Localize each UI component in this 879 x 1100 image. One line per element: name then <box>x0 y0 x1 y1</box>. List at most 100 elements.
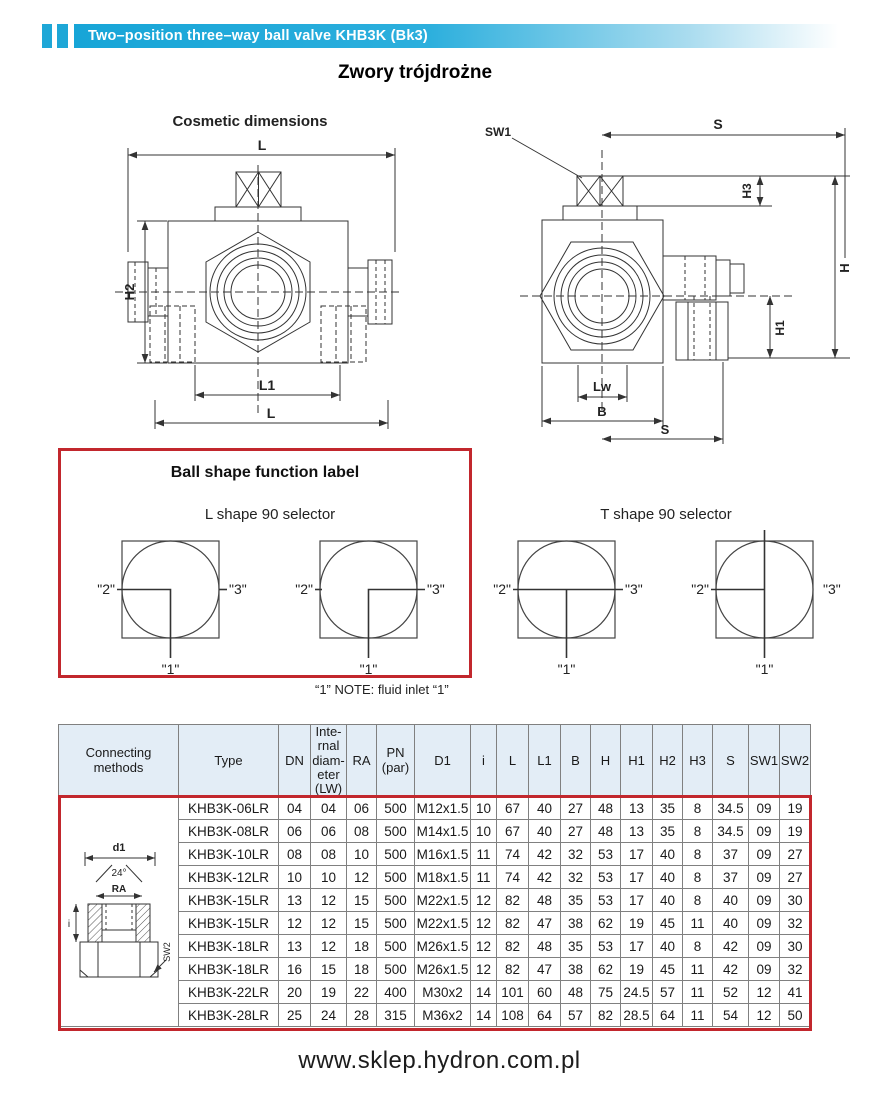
table-cell: 48 <box>528 934 561 959</box>
table-cell: 09 <box>748 888 780 913</box>
table-cell: 09 <box>748 842 780 867</box>
left-drawing-title: Cosmetic dimensions <box>172 113 327 130</box>
table-header: H2 <box>652 723 683 798</box>
table-cell: 14 <box>470 1003 497 1028</box>
table-header: S <box>712 723 749 798</box>
table-cell: 24.5 <box>620 980 653 1005</box>
dim-label-S-top: S <box>713 116 722 132</box>
table-cell: 09 <box>748 865 780 890</box>
table-cell: 22 <box>346 980 377 1005</box>
conn-dim-ra: RA <box>111 884 125 895</box>
table-header: Inte- rnal diam- eter (LW) <box>310 723 347 798</box>
table-cell: 40 <box>712 911 749 936</box>
table-header: H3 <box>682 723 713 798</box>
table-cell: 19 <box>779 819 811 844</box>
table-cell: 40 <box>712 888 749 913</box>
table-cell: 09 <box>748 796 780 821</box>
table-cell: 10 <box>278 865 311 890</box>
table-cell: 53 <box>590 888 621 913</box>
table-cell: 47 <box>528 911 561 936</box>
table-cell: 09 <box>748 957 780 982</box>
table-cell: 40 <box>528 819 561 844</box>
table-cell: 17 <box>620 842 653 867</box>
front-view-drawing: Cosmetic dimensions <box>115 113 403 429</box>
table-cell: M26x1.5 <box>414 934 471 959</box>
table-cell: 19 <box>620 957 653 982</box>
table-header: L1 <box>528 723 561 798</box>
table-cell: 74 <box>496 865 529 890</box>
table-cell: 8 <box>682 819 713 844</box>
dim-label-H2: H2 <box>122 284 137 301</box>
table-cell: 500 <box>376 842 415 867</box>
connecting-methods-cell: d1 24° RA i SW2 <box>58 796 179 1028</box>
table-cell: 32 <box>560 865 591 890</box>
table-cell: 10 <box>346 842 377 867</box>
section-banner: Two–position three–way ball valve KHB3K … <box>74 24 862 48</box>
table-cell: 35 <box>652 819 683 844</box>
dim-label-H1: H1 <box>773 320 787 336</box>
table-cell: 400 <box>376 980 415 1005</box>
port-3-label: "3" <box>427 581 445 597</box>
table-cell: 101 <box>496 980 529 1005</box>
table-cell: 57 <box>560 1003 591 1028</box>
table-cell: 500 <box>376 957 415 982</box>
table-cell: 8 <box>682 842 713 867</box>
table-cell: 08 <box>278 842 311 867</box>
table-cell: 47 <box>528 957 561 982</box>
port-1-label: "1" <box>756 661 774 677</box>
table-header: B <box>560 723 591 798</box>
table-cell: 12 <box>346 865 377 890</box>
table-cell: 38 <box>560 957 591 982</box>
table-cell: 500 <box>376 911 415 936</box>
dim-label-B: B <box>597 404 606 419</box>
port-2-label: "2" <box>493 581 511 597</box>
table-cell: KHB3K-18LR <box>178 934 279 959</box>
table-cell: 10 <box>470 796 497 821</box>
table-cell: 48 <box>590 819 621 844</box>
table-cell: 11 <box>682 957 713 982</box>
table-cell: 48 <box>560 980 591 1005</box>
table-cell: 12 <box>748 1003 780 1028</box>
table-cell: 40 <box>528 796 561 821</box>
table-cell: 13 <box>278 888 311 913</box>
table-cell: 8 <box>682 865 713 890</box>
table-cell: 82 <box>496 911 529 936</box>
table-cell: 53 <box>590 842 621 867</box>
table-cell: KHB3K-15LR <box>178 911 279 936</box>
table-cell: 8 <box>682 934 713 959</box>
table-cell: 40 <box>652 842 683 867</box>
table-cell: M22x1.5 <box>414 911 471 936</box>
table-cell: 34.5 <box>712 796 749 821</box>
table-cell: 28.5 <box>620 1003 653 1028</box>
table-cell: 09 <box>748 819 780 844</box>
conn-dim-angle: 24° <box>111 868 126 879</box>
table-cell: 60 <box>528 980 561 1005</box>
table-cell: 09 <box>748 911 780 936</box>
conn-dim-sw2: SW2 <box>162 942 172 962</box>
port-3-label: "3" <box>823 581 841 597</box>
table-cell: 12 <box>748 980 780 1005</box>
table-cell: 06 <box>346 796 377 821</box>
table-cell: 64 <box>652 1003 683 1028</box>
table-cell: 12 <box>470 888 497 913</box>
table-header: H1 <box>620 723 653 798</box>
t-selector-diagram-1: "2" "3" "1" <box>493 540 643 677</box>
table-cell: 08 <box>310 842 347 867</box>
table-cell: 11 <box>682 1003 713 1028</box>
table-cell: M26x1.5 <box>414 957 471 982</box>
table-cell: 53 <box>590 934 621 959</box>
table-cell: 75 <box>590 980 621 1005</box>
table-header: L <box>496 723 529 798</box>
table-cell: 11 <box>682 911 713 936</box>
table-cell: KHB3K-22LR <box>178 980 279 1005</box>
table-cell: 82 <box>496 888 529 913</box>
table-cell: 15 <box>310 957 347 982</box>
port-2-label: "2" <box>295 581 313 597</box>
table-cell: 48 <box>590 796 621 821</box>
table-cell: 24 <box>310 1003 347 1028</box>
table-cell: 13 <box>620 819 653 844</box>
table-cell: 04 <box>310 796 347 821</box>
